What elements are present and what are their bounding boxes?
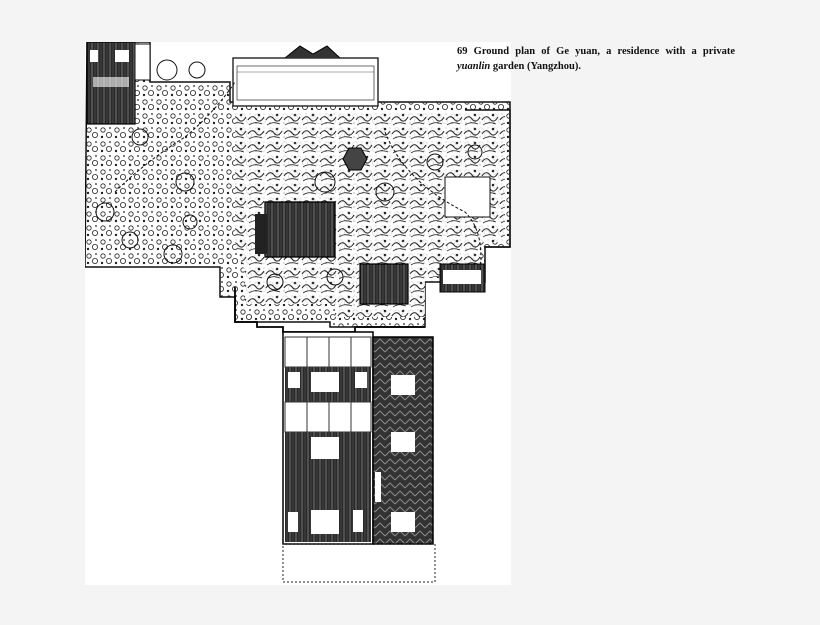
garden-path-east xyxy=(384,131,482,273)
hexagonal-pavilion xyxy=(342,147,368,171)
garden-area xyxy=(85,42,511,328)
garden-path xyxy=(114,81,236,193)
figure-number: 69 xyxy=(457,46,468,57)
east-pavilion xyxy=(359,176,491,305)
garden-boundary-wall xyxy=(234,287,425,333)
caption-line-2: garden (Yangzhou). xyxy=(492,61,581,72)
ground-plan-drawing xyxy=(85,42,511,583)
central-hall xyxy=(255,201,336,258)
caption-line-1: Ground plan of Ge yuan, a residence with… xyxy=(473,46,735,57)
trees xyxy=(95,59,483,291)
caption-italic-term: yuanlin xyxy=(457,61,491,72)
north-hall xyxy=(232,45,379,107)
northwest-building xyxy=(86,42,151,125)
residence-west-wing xyxy=(282,331,374,545)
figure-caption: 69 Ground plan of Ge yuan, a residence w… xyxy=(457,44,735,74)
east-wall xyxy=(465,109,511,248)
south-forecourt xyxy=(282,543,436,583)
residence-east-wing xyxy=(372,336,434,545)
